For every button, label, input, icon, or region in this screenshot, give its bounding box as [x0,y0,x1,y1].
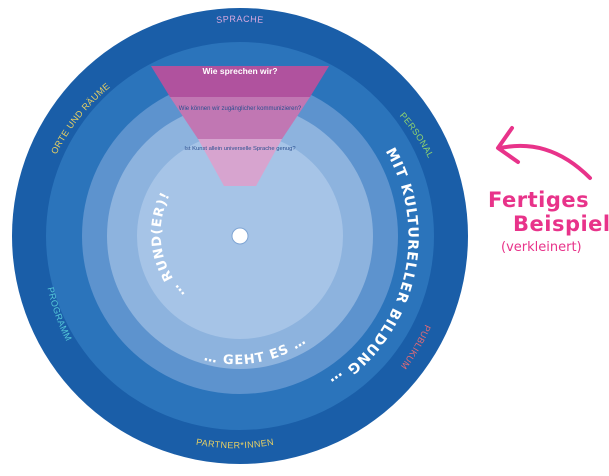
wedge-segment-middle [170,97,310,139]
wedge-segment-inner [198,139,282,186]
wedge-question-2-text: Wie können wir zugänglicher kommuniziere… [179,106,302,112]
example-note: Fertiges Beispiel (verkleinert) [488,188,609,255]
center-pin [231,227,249,245]
note-line-2: Beispiel [513,212,609,236]
wedge-question-3-text: Ist Kunst allein universelle Sprache gen… [184,146,296,152]
label-sprache: SPRACHE [216,14,265,25]
wedge-question-1: Wie sprechen wir? [202,66,277,76]
question-wheel: Wie sprechen wir? Wie können wir zugängl… [12,8,468,464]
wedge-question-3: Ist Kunst allein universelle Sprache gen… [184,146,296,152]
wedge-segment-outer [151,66,329,97]
wedge-question-2: Wie können wir zugänglicher kommuniziere… [179,106,302,112]
label-partner-innen: PARTNER*INNEN [195,437,274,451]
note-line-1: Fertiges [488,188,590,212]
note-line-3: (verkleinert) [501,240,582,255]
